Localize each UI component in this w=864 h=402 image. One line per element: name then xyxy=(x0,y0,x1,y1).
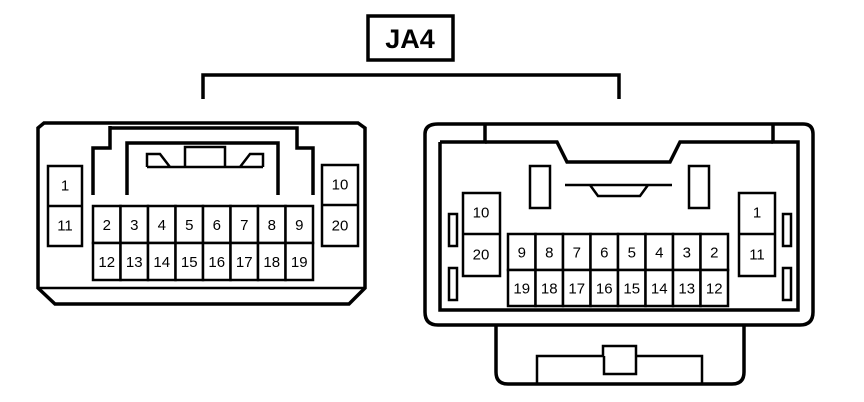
pin-label: 5 xyxy=(185,217,193,234)
pin-label: 4 xyxy=(655,245,663,262)
title-label: JA4 xyxy=(366,14,455,62)
right-top-channel xyxy=(485,140,773,164)
pin-label: 15 xyxy=(181,254,198,271)
left-pin-grid: 2 3 4 5 6 7 8 9 12 13 14 15 16 17 18 19 xyxy=(91,204,315,282)
pin-label: 20 xyxy=(473,247,490,264)
right-lower-housing xyxy=(494,325,746,386)
pin-label: 11 xyxy=(57,218,73,235)
pin-cell xyxy=(256,204,287,245)
left-side-group-a: 1 11 xyxy=(46,164,84,248)
pin-cell xyxy=(119,241,150,282)
pin-label: 19 xyxy=(291,254,308,271)
pin-label: 2 xyxy=(103,217,111,234)
pin-cell xyxy=(256,241,287,282)
pin-label: 17 xyxy=(236,254,253,271)
pin-label: 20 xyxy=(332,218,349,235)
pin-cell xyxy=(589,232,620,272)
pin-label: 7 xyxy=(240,217,248,234)
pin-label: 1 xyxy=(61,178,69,195)
left-side-group-b: 10 20 xyxy=(320,163,360,248)
right-lower-inner xyxy=(535,344,704,384)
right-latch-left xyxy=(528,164,552,210)
right-connector-body xyxy=(423,122,815,327)
pin-label: 8 xyxy=(545,245,553,262)
right-pin-grid: 9 8 7 6 5 4 3 2 19 18 17 16 15 14 13 12 xyxy=(506,232,730,308)
right-center-key xyxy=(565,183,672,198)
pin-cell xyxy=(146,241,177,282)
right-side-group-b: 1 11 xyxy=(737,191,777,278)
pin-label: 5 xyxy=(628,245,636,262)
pin-label: 3 xyxy=(130,217,138,234)
left-latch-tab xyxy=(145,145,265,169)
pin-cell xyxy=(644,268,675,308)
pin-label: 10 xyxy=(332,177,349,194)
connector-left: 1 11 10 20 2 3 4 5 6 7 8 9 12 13 14 15 16 17 18 19 xyxy=(36,121,367,306)
pin-label: 11 xyxy=(749,247,765,264)
pin-label: 2 xyxy=(710,245,718,262)
pin-label: 15 xyxy=(623,281,640,298)
pin-cell xyxy=(91,241,122,282)
pin-cell xyxy=(589,268,620,308)
pin-label: 16 xyxy=(208,254,225,271)
pin-label: 18 xyxy=(263,254,280,271)
pin-label: 8 xyxy=(268,217,276,234)
right-slot xyxy=(781,266,793,302)
right-side-group-a: 10 20 xyxy=(461,191,502,278)
left-latch-channel xyxy=(91,126,315,195)
pin-label: 14 xyxy=(153,254,170,271)
pin-label: 10 xyxy=(473,205,490,222)
pin-label: 19 xyxy=(513,281,530,298)
pin-label: 14 xyxy=(651,281,668,298)
pin-label: 6 xyxy=(213,217,221,234)
pin-label: 9 xyxy=(295,217,303,234)
pin-label: 17 xyxy=(568,281,585,298)
pin-label: 13 xyxy=(678,281,695,298)
pin-cell xyxy=(534,268,565,308)
right-slot xyxy=(781,212,793,248)
pin-cell xyxy=(699,232,730,272)
left-latch-inner xyxy=(125,141,280,195)
pin-label: 6 xyxy=(600,245,608,262)
pin-cell xyxy=(201,241,232,282)
pin-label: 12 xyxy=(98,254,115,271)
bracket-line xyxy=(201,73,621,99)
pin-cell xyxy=(229,241,260,282)
pin-label: 9 xyxy=(518,245,526,262)
right-slot xyxy=(447,212,459,248)
right-slot xyxy=(447,266,459,302)
right-latch-right xyxy=(687,164,711,210)
pin-label: 18 xyxy=(541,281,558,298)
pin-cell xyxy=(284,241,315,282)
pin-cell xyxy=(174,241,205,282)
pin-label: 13 xyxy=(126,254,143,271)
pin-label: 1 xyxy=(753,205,761,222)
pin-label: 16 xyxy=(596,281,613,298)
connector-right: 10 20 1 11 9 8 7 6 5 4 3 2 19 18 17 16 15 14 13 12 xyxy=(423,122,815,386)
pin-label: 3 xyxy=(683,245,691,262)
pin-cell xyxy=(699,268,730,308)
pin-label: 7 xyxy=(573,245,581,262)
pin-label: 4 xyxy=(158,217,166,234)
title-text: JA4 xyxy=(385,24,435,54)
pin-label: 12 xyxy=(706,281,723,298)
